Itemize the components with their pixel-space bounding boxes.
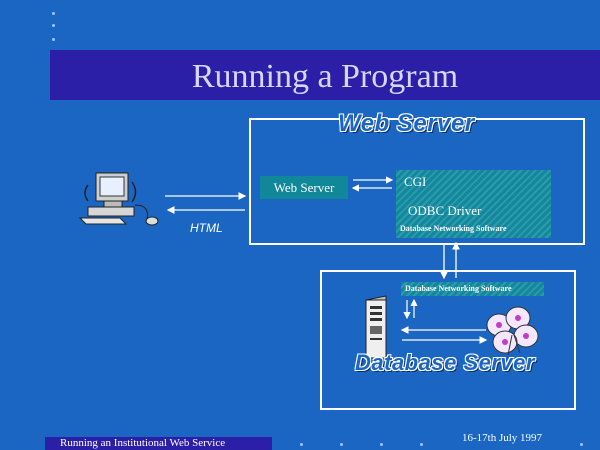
db-networking-label-top: Database Networking Software — [400, 224, 507, 233]
footer-dot — [420, 443, 423, 446]
footer-dot — [380, 443, 383, 446]
database-server-box — [320, 270, 576, 410]
odbc-driver-label: ODBC Driver — [408, 203, 482, 218]
database-server-heading: Database Server — [355, 350, 535, 375]
footer-dot — [340, 443, 343, 446]
footer-dot — [580, 443, 583, 446]
web-server-box — [249, 118, 585, 245]
bullet-dot — [52, 38, 55, 41]
computer-user-icon — [78, 172, 159, 226]
footer-date-text: 16-17th July 1997 — [462, 432, 543, 444]
title-bar: Running a Program — [50, 50, 600, 100]
footer-left-text: Running an Institutional Web Service — [60, 437, 226, 449]
server-tower-icon — [365, 295, 387, 359]
footer-bar: Running an Institutional Web Service — [45, 437, 272, 450]
footer-dot — [300, 443, 303, 446]
database-disks-icon — [486, 306, 539, 356]
cgi-label: CGI — [404, 174, 427, 189]
cgi-stack: CGI ODBC Driver Database Networking Soft… — [396, 170, 551, 238]
slide-title: Running a Program — [191, 58, 459, 95]
web-server-heading: Web Server — [338, 110, 475, 137]
bullet-dot — [52, 12, 55, 15]
html-label: HTML — [190, 221, 223, 235]
bullet-dot — [52, 24, 55, 27]
db-networking-label-bottom: Database Networking Software — [405, 284, 512, 293]
db-networking-bar-bottom: Database Networking Software — [401, 282, 544, 296]
web-server-block: Web Server — [260, 176, 348, 199]
